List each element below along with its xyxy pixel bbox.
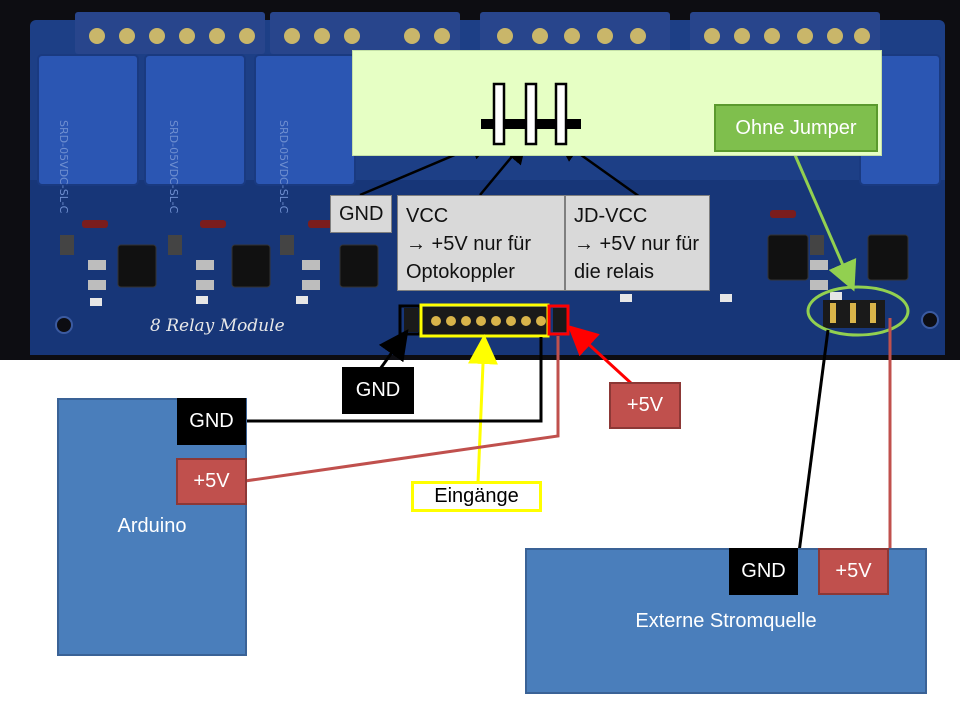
jumper-highlight: [806, 285, 910, 337]
arduino-label: Arduino: [117, 514, 187, 537]
gnd-wire-external: [796, 329, 830, 561]
ohne-jumper-label: Ohne Jumper: [714, 104, 878, 152]
vcc-pin-label: VCC → +5V nur für Optokoppler: [397, 195, 565, 291]
vcc-pin-highlight: [547, 304, 570, 336]
inputs-callout: Eingänge: [411, 481, 542, 512]
arduino-gnd-pin: GND: [177, 398, 246, 445]
plus5v-callout: +5V: [609, 382, 681, 429]
svg-text:SRD-05VDC-SL-C: SRD-05VDC-SL-C: [57, 120, 70, 214]
gnd-callout: GND: [342, 367, 414, 414]
board-title: 8 Relay Module: [150, 316, 285, 336]
arduino-5v-pin: +5V: [176, 458, 247, 505]
gnd-pin-highlight: [398, 304, 422, 336]
gnd-pin-label: GND: [330, 195, 392, 233]
svg-text:SRD-05VDC-SL-C: SRD-05VDC-SL-C: [167, 120, 180, 214]
inputs-highlight: [419, 303, 550, 338]
svg-text:SRD-05VDC-SL-C: SRD-05VDC-SL-C: [277, 120, 290, 214]
external-5v-pin: +5V: [818, 548, 889, 595]
gnd-wire-arduino: [245, 337, 543, 423]
plus5v-wire-arduino: [244, 336, 560, 483]
external-power-label: Externe Stromquelle: [635, 609, 817, 632]
header-pin-icon: [481, 82, 581, 146]
jdvcc-pin-label: JD-VCC → +5V nur für die relais: [565, 195, 710, 291]
external-gnd-pin: GND: [729, 548, 798, 595]
